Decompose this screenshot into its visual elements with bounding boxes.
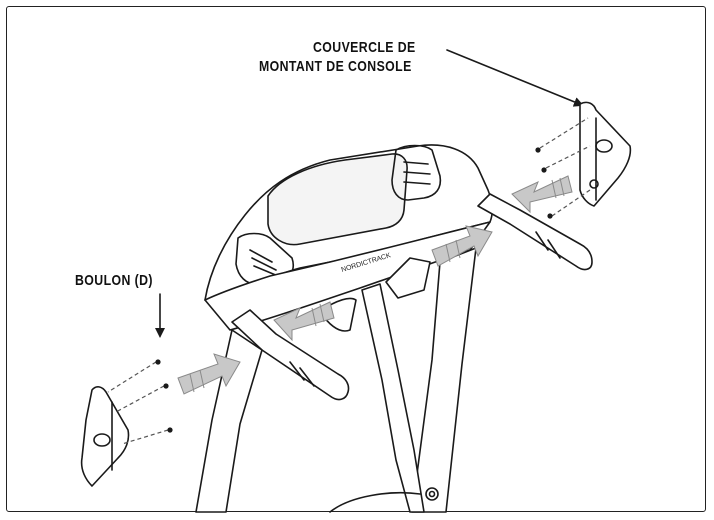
- bolt-icon: [535, 147, 541, 153]
- motion-arrow-left-console: [273, 301, 335, 342]
- cover-label-line-2: MONTANT DE CONSOLE: [259, 58, 412, 75]
- console-bracket-right: [385, 257, 431, 299]
- left-handlebar: [231, 309, 350, 401]
- cover-label-line-1: COUVERCLE DE: [313, 39, 416, 56]
- left-upright: [195, 329, 263, 513]
- console-upright-cover-label-2: MONTANT DE CONSOLE: [259, 57, 412, 76]
- bolt-path-left-2: [115, 385, 165, 413]
- left-upright-cover: [80, 386, 130, 487]
- console-upright-cover-label: COUVERCLE DE: [313, 38, 416, 57]
- console-lower-panel: [204, 221, 491, 331]
- bolt-path-right-1: [539, 117, 589, 149]
- bolt-label: BOULON (D): [75, 272, 153, 289]
- motion-arrow-left-cover: [177, 353, 241, 395]
- bolt-path-right-3: [551, 189, 591, 217]
- bolt-icon: [541, 167, 547, 173]
- diagram-frame: [6, 6, 706, 512]
- right-handlebar: [477, 193, 593, 271]
- motion-arrow-center: [431, 225, 493, 267]
- right-keypad: [391, 144, 442, 201]
- center-upright: [361, 283, 425, 513]
- console-screen: [267, 153, 408, 246]
- bolt-icon: [167, 427, 173, 433]
- cover-callout-arrow: [446, 49, 584, 107]
- bolt-icon: [163, 383, 169, 389]
- motion-arrow-right-cover: [511, 175, 573, 214]
- bolt-path-left-1: [107, 361, 157, 393]
- bolt-icon: [155, 359, 161, 365]
- bolt-path-right-2: [545, 145, 591, 169]
- bolt-path-left-3: [121, 429, 169, 445]
- base-arch: [329, 492, 421, 513]
- bolt-icon: [547, 213, 553, 219]
